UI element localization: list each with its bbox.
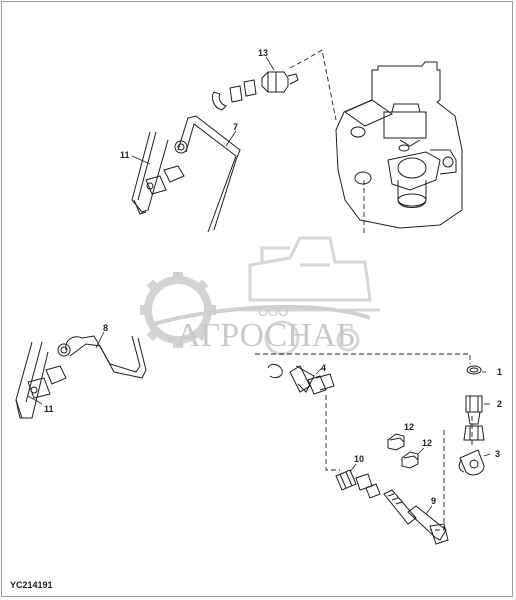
part-12-nut-upper bbox=[387, 433, 405, 451]
callout-1: 1 bbox=[497, 367, 502, 377]
drawing-id: YC214191 bbox=[10, 580, 53, 590]
callout-10: 10 bbox=[354, 454, 364, 464]
pipe-8 bbox=[57, 335, 147, 379]
dashed-leaders bbox=[255, 49, 473, 531]
callout-11-upper: 11 bbox=[120, 150, 130, 160]
callout-12-upper: 12 bbox=[404, 422, 414, 432]
watermark-swoosh bbox=[149, 304, 371, 327]
part-11-upper bbox=[131, 131, 185, 215]
part-11-lower bbox=[15, 341, 67, 419]
part-10-fitting bbox=[335, 469, 381, 499]
callout-12-lower: 12 bbox=[422, 438, 432, 448]
hose-4 bbox=[267, 363, 335, 395]
callout-7: 7 bbox=[233, 122, 238, 132]
callout-13: 13 bbox=[258, 48, 268, 58]
watermark-legal-form: ООО bbox=[258, 304, 288, 319]
callout-8: 8 bbox=[103, 323, 108, 333]
fitting-13 bbox=[211, 71, 299, 111]
callout-3: 3 bbox=[495, 449, 500, 459]
part-2-adapter bbox=[463, 395, 485, 441]
pipe-7 bbox=[174, 115, 241, 233]
watermark-company-name: АГРОСНАБ bbox=[176, 317, 356, 354]
pump-housing bbox=[335, 61, 463, 229]
part-9-hose bbox=[383, 489, 449, 545]
callout-11-lower: 11 bbox=[44, 404, 54, 414]
callout-2: 2 bbox=[497, 399, 502, 409]
watermark: ООО АГРОСНАБ bbox=[140, 236, 380, 356]
part-1-o-ring bbox=[466, 365, 482, 375]
part-12-nut-lower bbox=[401, 451, 419, 469]
watermark-gear-icon bbox=[140, 272, 216, 348]
callout-leaders bbox=[27, 56, 491, 515]
part-3-elbow bbox=[458, 449, 485, 476]
callout-4: 4 bbox=[321, 363, 326, 373]
callout-9: 9 bbox=[431, 496, 436, 506]
